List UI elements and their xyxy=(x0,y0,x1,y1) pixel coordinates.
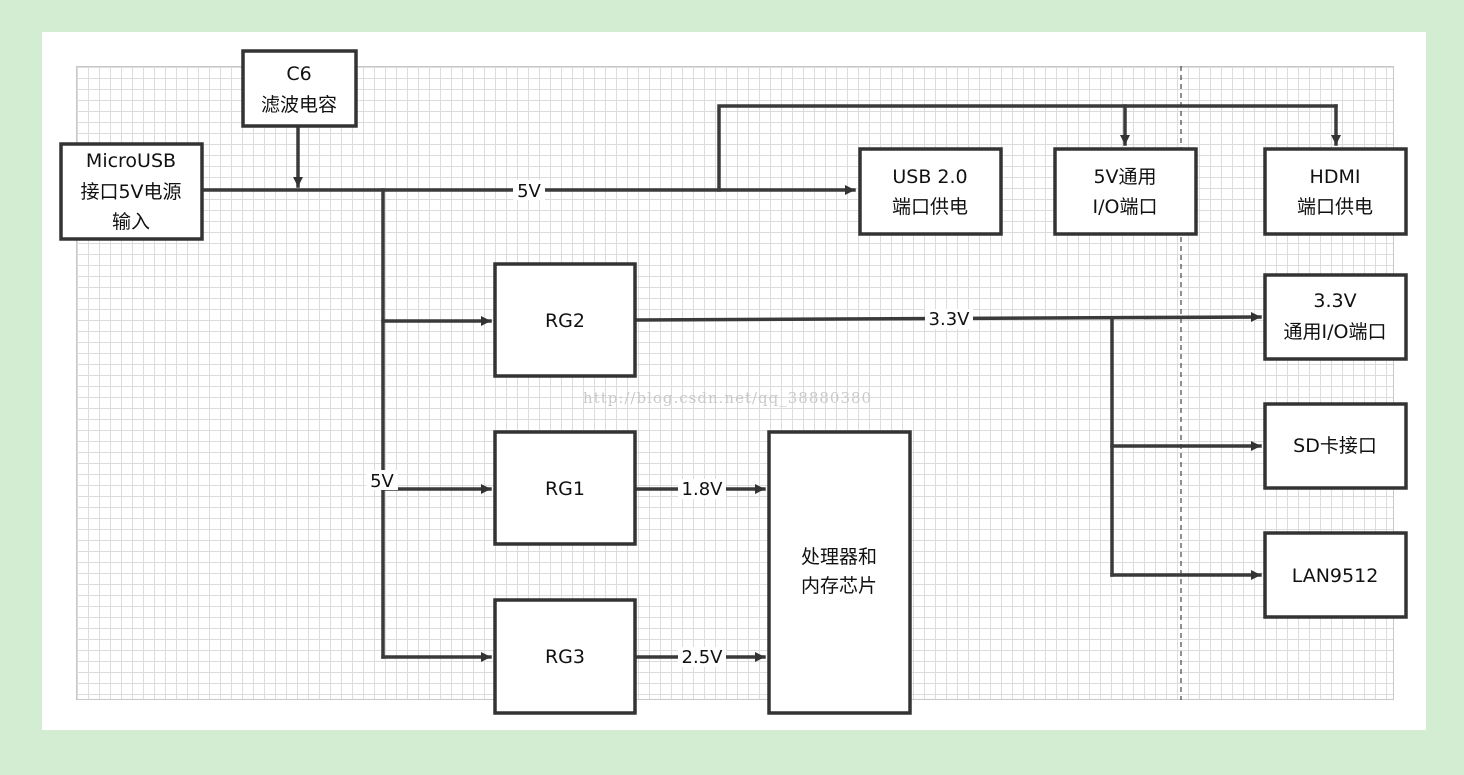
rg1-box xyxy=(493,430,637,546)
sd-label: SD卡接口 xyxy=(1293,435,1377,457)
c6-line-2: 滤波电容 xyxy=(261,94,337,116)
1v8-label: 1.8V xyxy=(682,479,724,500)
lan-box xyxy=(1263,531,1408,619)
usb-line-1: USB 2.0 xyxy=(892,166,967,188)
microusb-line-3: 输入 xyxy=(112,211,150,233)
gpio33-line-1: 3.3V xyxy=(1313,290,1356,312)
cpu-line-1: 处理器和 xyxy=(801,546,877,568)
3v3-label-bg xyxy=(925,309,973,329)
rg3-label: RG3 xyxy=(545,646,585,668)
hdmi-line-1: HDMI xyxy=(1310,166,1361,188)
sd-box xyxy=(1263,402,1408,490)
branch-5v-label-bg xyxy=(366,470,398,490)
hdmi-line-2: 端口供电 xyxy=(1297,196,1373,218)
cpu-box xyxy=(767,430,912,715)
2v5-label-bg xyxy=(678,647,726,667)
rg3-box xyxy=(493,598,637,715)
gpio5v-line-2: I/O端口 xyxy=(1093,196,1158,218)
rg2-box xyxy=(493,262,637,378)
lan-label: LAN9512 xyxy=(1292,565,1379,587)
main-5v-label: 5V xyxy=(517,181,541,202)
gpio33-line-2: 通用I/O端口 xyxy=(1284,321,1387,343)
usb-box xyxy=(858,147,1003,236)
main-5v-label-bg xyxy=(513,180,545,200)
rg1-label: RG1 xyxy=(545,478,585,500)
microusb-line-2: 接口5V电源 xyxy=(80,181,181,203)
microusb-line-1: MicroUSB xyxy=(86,150,176,172)
branch-5v-label: 5V xyxy=(370,471,394,492)
c6-line-1: C6 xyxy=(286,63,311,85)
usb-line-2: 端口供电 xyxy=(892,196,968,218)
upper-bus xyxy=(717,104,1338,192)
gpio5v-line-1: 5V通用 xyxy=(1093,166,1156,188)
3v3-label: 3.3V xyxy=(929,309,971,330)
c6-box xyxy=(241,49,358,128)
watermark: http://blog.csdn.net/qq_38880380 xyxy=(583,389,872,407)
gpio33-box xyxy=(1263,273,1408,361)
2v5-label: 2.5V xyxy=(682,647,724,668)
hdmi-box xyxy=(1263,147,1408,236)
rg2-label: RG2 xyxy=(545,310,585,332)
1v8-label-bg xyxy=(678,479,726,499)
microusb-box xyxy=(59,142,204,241)
gpio5v-box xyxy=(1053,147,1198,236)
cpu-line-2: 内存芯片 xyxy=(801,575,877,597)
